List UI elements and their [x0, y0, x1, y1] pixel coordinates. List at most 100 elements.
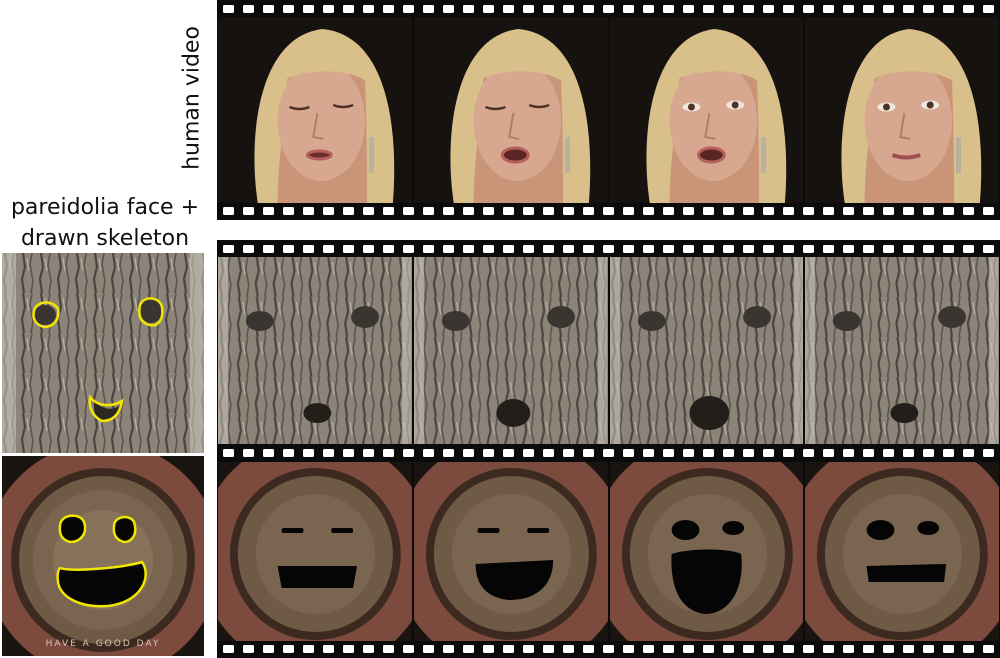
filmstrip-human-video [217, 0, 1000, 220]
film-hole [823, 245, 834, 253]
film-hole [463, 449, 474, 457]
film-hole [263, 449, 274, 457]
film-hole [743, 245, 754, 253]
skeleton-left-eye [58, 514, 87, 544]
film-hole [483, 449, 494, 457]
film-hole [263, 207, 274, 215]
film-hole [303, 645, 314, 653]
film-hole [283, 207, 294, 215]
film-hole [583, 245, 594, 253]
film-hole [563, 207, 574, 215]
film-hole [343, 645, 354, 653]
film-hole [363, 5, 374, 13]
film-perforations-middle [223, 449, 994, 457]
film-hole [963, 5, 974, 13]
skeleton-mouth [88, 394, 124, 423]
skeleton-right-eye [112, 515, 137, 544]
film-hole [343, 207, 354, 215]
film-hole [663, 245, 674, 253]
film-hole [323, 5, 334, 13]
film-hole [723, 245, 734, 253]
film-hole [763, 5, 774, 13]
film-hole [603, 207, 614, 215]
film-hole [403, 207, 414, 215]
human-frame-2 [413, 17, 608, 203]
film-hole [243, 449, 254, 457]
film-hole [943, 245, 954, 253]
film-hole [463, 5, 474, 13]
film-hole [383, 449, 394, 457]
film-hole [483, 5, 494, 13]
film-hole [843, 5, 854, 13]
film-hole [903, 645, 914, 653]
film-hole [443, 207, 454, 215]
film-hole [703, 207, 714, 215]
coffee-frame-2 [413, 462, 608, 641]
coffee-frame-4 [805, 462, 999, 641]
film-hole [303, 245, 314, 253]
film-hole [663, 207, 674, 215]
film-hole [403, 245, 414, 253]
film-hole [583, 207, 594, 215]
film-hole [883, 645, 894, 653]
film-hole [563, 245, 574, 253]
film-hole [543, 645, 554, 653]
film-hole [543, 5, 554, 13]
film-hole [563, 645, 574, 653]
source-image-tree-skeleton [2, 253, 204, 453]
film-hole [283, 245, 294, 253]
film-hole [283, 5, 294, 13]
source-image-coffee-skeleton: HAVE A GOOD DAY [2, 456, 204, 656]
film-hole [663, 5, 674, 13]
film-hole [623, 645, 634, 653]
film-hole [503, 5, 514, 13]
film-hole [783, 645, 794, 653]
coffee-cup-text: HAVE A GOOD DAY [46, 639, 161, 649]
film-hole [743, 5, 754, 13]
film-hole [643, 207, 654, 215]
film-hole [863, 449, 874, 457]
film-hole [523, 5, 534, 13]
film-hole [263, 645, 274, 653]
frames-coffee [217, 462, 1000, 641]
film-hole [263, 5, 274, 13]
film-hole [283, 449, 294, 457]
film-hole [803, 5, 814, 13]
film-hole [623, 5, 634, 13]
film-hole [743, 207, 754, 215]
film-perforations-bottom [223, 207, 994, 215]
skeleton-mouth [56, 560, 147, 608]
film-hole [603, 449, 614, 457]
film-hole [223, 645, 234, 653]
film-hole [783, 207, 794, 215]
frames-human [217, 17, 1000, 203]
film-hole [863, 5, 874, 13]
film-hole [243, 245, 254, 253]
film-hole [823, 207, 834, 215]
film-hole [783, 449, 794, 457]
film-perforations-bottom [223, 645, 994, 653]
film-hole [623, 245, 634, 253]
film-hole [763, 245, 774, 253]
film-hole [543, 449, 554, 457]
film-hole [383, 207, 394, 215]
film-hole [963, 207, 974, 215]
film-hole [463, 245, 474, 253]
film-hole [663, 645, 674, 653]
film-hole [523, 245, 534, 253]
film-hole [223, 207, 234, 215]
tree-frame-4 [805, 257, 999, 444]
column-label-line-2: drawn skeleton [20, 226, 190, 251]
film-hole [343, 245, 354, 253]
skeleton-right-eye [138, 297, 164, 327]
film-hole [583, 5, 594, 13]
film-hole [683, 449, 694, 457]
row-label-human-video-text: human video [179, 26, 205, 170]
film-hole [983, 645, 994, 653]
film-hole [623, 207, 634, 215]
film-hole [843, 449, 854, 457]
film-hole [823, 5, 834, 13]
film-hole [763, 449, 774, 457]
film-hole [843, 645, 854, 653]
film-hole [943, 5, 954, 13]
